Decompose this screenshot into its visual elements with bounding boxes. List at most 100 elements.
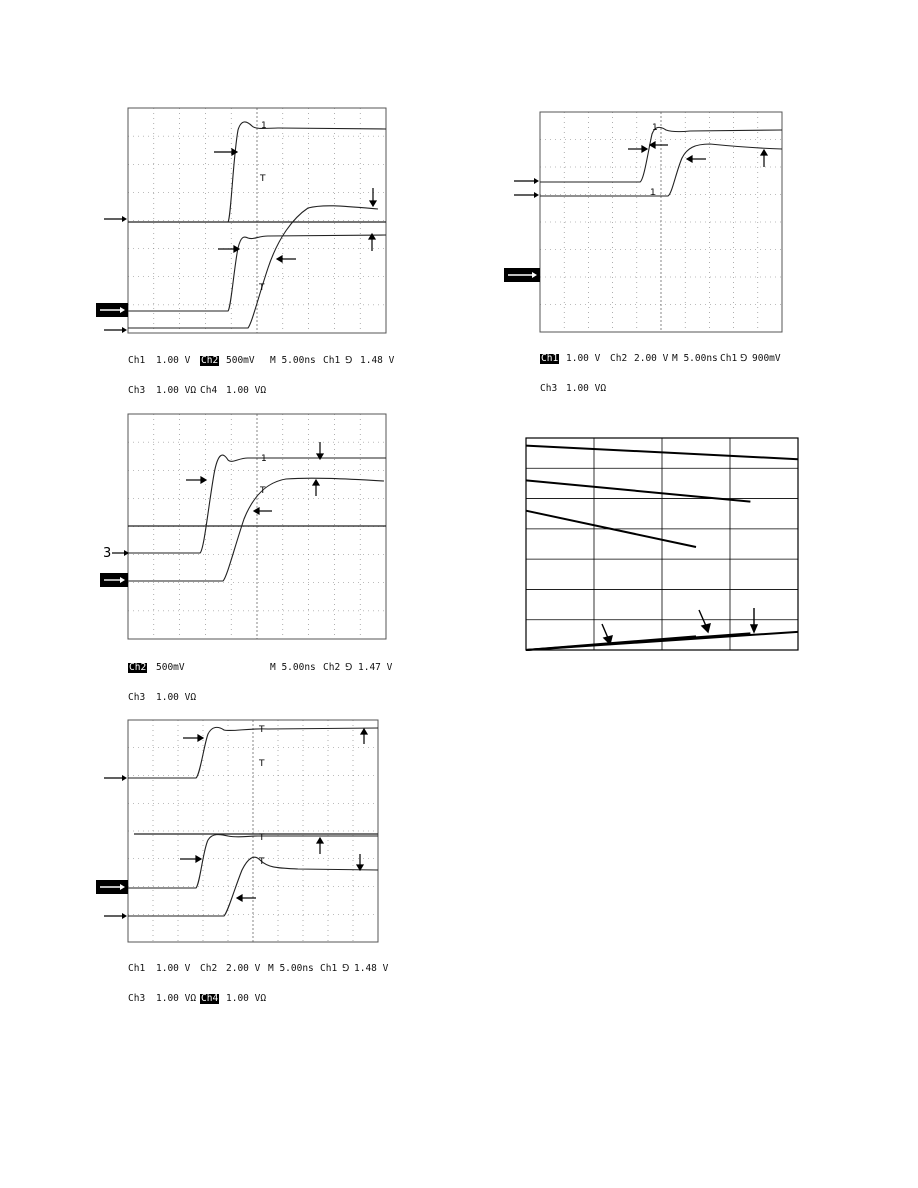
scope-1-trace-ch1 — [128, 121, 387, 223]
arrow-up-icon — [359, 727, 369, 744]
ch3-label: Ch3 — [128, 993, 146, 1004]
arrow-left-icon — [235, 893, 256, 903]
ch4-scale: 1.00 VΩ — [226, 385, 267, 396]
arrow-right-icon — [180, 854, 203, 864]
arrow-up-icon — [759, 148, 769, 167]
trigger-slope-icon: ⅁ — [345, 662, 353, 673]
scope-screen-3: 1 T — [127, 413, 390, 640]
arrow-right-icon — [628, 144, 649, 154]
ch2-scale: 2.00 V — [634, 353, 669, 364]
scope-4-trace-ch3 — [128, 856, 379, 917]
channel-arrow-icon — [104, 216, 127, 222]
ch3-scale: 1.00 VΩ — [156, 385, 197, 396]
scope-3-svg: 1 T — [127, 413, 387, 640]
marker-label: T — [258, 857, 265, 867]
scope-screen-4: T T T T — [127, 719, 384, 943]
channel-arrow-icon — [104, 913, 127, 919]
scope-1-frame — [127, 107, 387, 334]
scope-2-trace-ch3 — [540, 143, 783, 197]
ch1-label: Ch1 — [128, 355, 146, 366]
channel-marker-icon — [96, 880, 128, 894]
line-chart-arrows — [601, 608, 759, 646]
channel-marker-icon — [504, 268, 540, 282]
channel-label: 3 — [103, 546, 112, 561]
arrow-right-icon — [218, 244, 241, 254]
marker-label: T — [258, 283, 265, 293]
arrow-right-icon — [183, 733, 205, 743]
series-line-3 — [525, 509, 697, 549]
arrow-down-icon — [601, 623, 613, 646]
ch2-scale: 500mV — [156, 662, 185, 673]
scope-screen-2: 1 1 — [539, 111, 784, 333]
arrow-left-icon — [685, 154, 706, 164]
scope-1-trace-ch4 — [128, 205, 379, 329]
arrow-right-icon — [186, 475, 208, 485]
trigger-slope-icon: ⅁ — [345, 355, 353, 366]
marker-label: T — [258, 759, 265, 769]
arrow-down-icon — [368, 188, 378, 208]
series-line-6 — [525, 635, 697, 651]
marker-label: T — [258, 833, 265, 843]
line-chart-grid — [525, 437, 799, 651]
trigger-channel: Ch1 — [320, 963, 338, 974]
marker-label: T — [258, 725, 265, 735]
trigger-level: 1.48 V — [360, 355, 395, 366]
arrow-up-icon — [367, 232, 377, 251]
scope-4-trace-ch2 — [128, 833, 378, 889]
channel-arrow-icon — [514, 178, 539, 184]
trigger-level: 1.48 V — [354, 963, 389, 974]
marker-label: 1 — [650, 188, 656, 198]
channel-marker-icon — [96, 303, 128, 317]
scope-4-status: Ch1 1.00 V Ch2 2.00 V M 5.00ns Ch1 ⅁ 1.4… — [128, 944, 390, 1004]
scope-3-trace-ch2 — [128, 454, 386, 554]
ch2-label: Ch2 — [128, 662, 148, 673]
ch3-scale: 1.00 VΩ — [566, 383, 607, 394]
ch1-label: Ch1 — [128, 963, 146, 974]
arrow-down-icon — [355, 854, 365, 872]
marker-label: 1 — [261, 121, 267, 131]
ch2-label: Ch2 — [610, 353, 628, 364]
line-chart-svg — [525, 437, 799, 651]
trigger-level: 1.47 V — [358, 662, 393, 673]
arrow-down-icon — [749, 608, 759, 634]
arrow-left-icon — [648, 140, 668, 150]
scope-2-trace-ch1 — [540, 126, 783, 183]
ch3-label: Ch3 — [128, 385, 146, 396]
ch3-label: Ch3 — [540, 383, 558, 394]
trigger-channel: Ch2 — [323, 662, 341, 673]
scope-2-graticule — [540, 112, 782, 332]
marker-label: 1 — [652, 123, 658, 133]
marker-label: 1 — [261, 454, 267, 464]
channel-arrow-icon — [104, 327, 127, 333]
arrow-down-icon — [315, 442, 325, 461]
channel-arrow-icon — [104, 775, 127, 781]
marker-label: T — [259, 486, 266, 496]
scope-2-frame — [539, 111, 783, 333]
series-line-2 — [525, 479, 751, 503]
trigger-slope-icon: ⅁ — [342, 963, 350, 974]
scope-1-svg: 1 T T — [127, 107, 387, 334]
ch1-scale: 1.00 V — [156, 963, 191, 974]
line-chart — [524, 436, 804, 656]
scope-3-trace-ch3 — [128, 477, 385, 582]
ch2-label: Ch2 — [200, 355, 220, 366]
ch1-label: Ch1 — [540, 353, 560, 364]
scope-3-status: Ch2 500mV M 5.00ns Ch2 ⅁ 1.47 V Ch3 1.00… — [128, 643, 392, 703]
ch4-label: Ch4 — [200, 993, 220, 1004]
series-line-1 — [525, 444, 799, 461]
ch2-scale: 500mV — [226, 355, 255, 366]
ch3-scale: 1.00 VΩ — [156, 993, 197, 1004]
arrow-left-icon — [275, 254, 296, 264]
ch1-scale: 1.00 V — [156, 355, 191, 366]
trigger-level: 900mV — [752, 353, 781, 364]
ch3-label: Ch3 — [128, 692, 146, 703]
trigger-channel: Ch1 — [323, 355, 341, 366]
arrow-up-icon — [311, 478, 321, 496]
ch4-label: Ch4 — [200, 385, 218, 396]
timebase: M 5.00ns — [672, 353, 718, 364]
scope-4-trace-ch1 — [128, 726, 379, 779]
channel-arrow-icon — [514, 192, 539, 198]
scope-1-trace-ch3 — [128, 234, 387, 312]
timebase: M 5.00ns — [270, 662, 316, 673]
trigger-channel: Ch1 — [720, 353, 738, 364]
